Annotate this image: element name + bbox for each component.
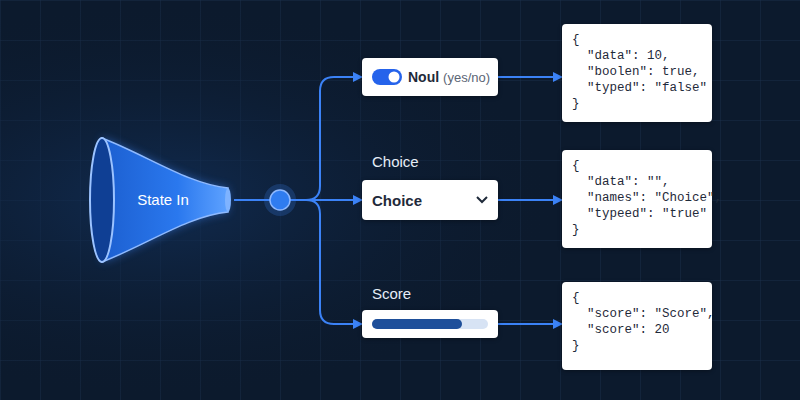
flow-arrow: [498, 199, 561, 201]
json-line: "boolen": true,: [572, 64, 702, 80]
flow-arrow: [498, 76, 561, 78]
toggle-widget: Noul (yes/no): [362, 58, 498, 96]
json-line: }: [572, 96, 702, 112]
toggle-hint: (yes/no): [443, 70, 490, 85]
json-line: {: [572, 158, 702, 174]
json-line: "data": "",: [572, 174, 702, 190]
toggle-label: Noul: [408, 69, 439, 85]
widget-heading: Score: [372, 285, 411, 302]
json-line: "typeed": "true": [572, 206, 702, 222]
widget-heading: Choice: [372, 153, 419, 170]
toggle-switch: [372, 69, 402, 85]
json-line: "score": "Score",: [572, 306, 702, 322]
dropdown-value: Choice: [372, 192, 476, 209]
score-bar-widget: Score: [362, 310, 498, 338]
flow-arrow: [234, 200, 361, 324]
json-line: "score": 20: [572, 322, 702, 338]
json-line: {: [572, 32, 702, 48]
json-line: "data": 10,: [572, 48, 702, 64]
flow-arrow: [234, 77, 361, 200]
json-line: "typed": "false": [572, 80, 702, 96]
json-line: {: [572, 290, 702, 306]
funnel-shape: State In: [88, 136, 234, 264]
json-line: }: [572, 338, 702, 354]
dropdown-widget: ChoiceChoice: [362, 180, 498, 220]
chevron-icon: [476, 196, 488, 204]
json-output-box: {"data": "","names": "Choice","typeed": …: [562, 150, 712, 248]
flow-arrow: [498, 323, 561, 325]
json-line: }: [572, 222, 702, 238]
progress-bar: [372, 319, 488, 329]
json-output-box: {"score": "Score","score": 20}: [562, 282, 712, 370]
funnel-label: State In: [118, 190, 208, 210]
json-line: "names": "Choice",: [572, 190, 702, 206]
json-output-box: {"data": 10,"boolen": true,"typed": "fal…: [562, 24, 712, 122]
